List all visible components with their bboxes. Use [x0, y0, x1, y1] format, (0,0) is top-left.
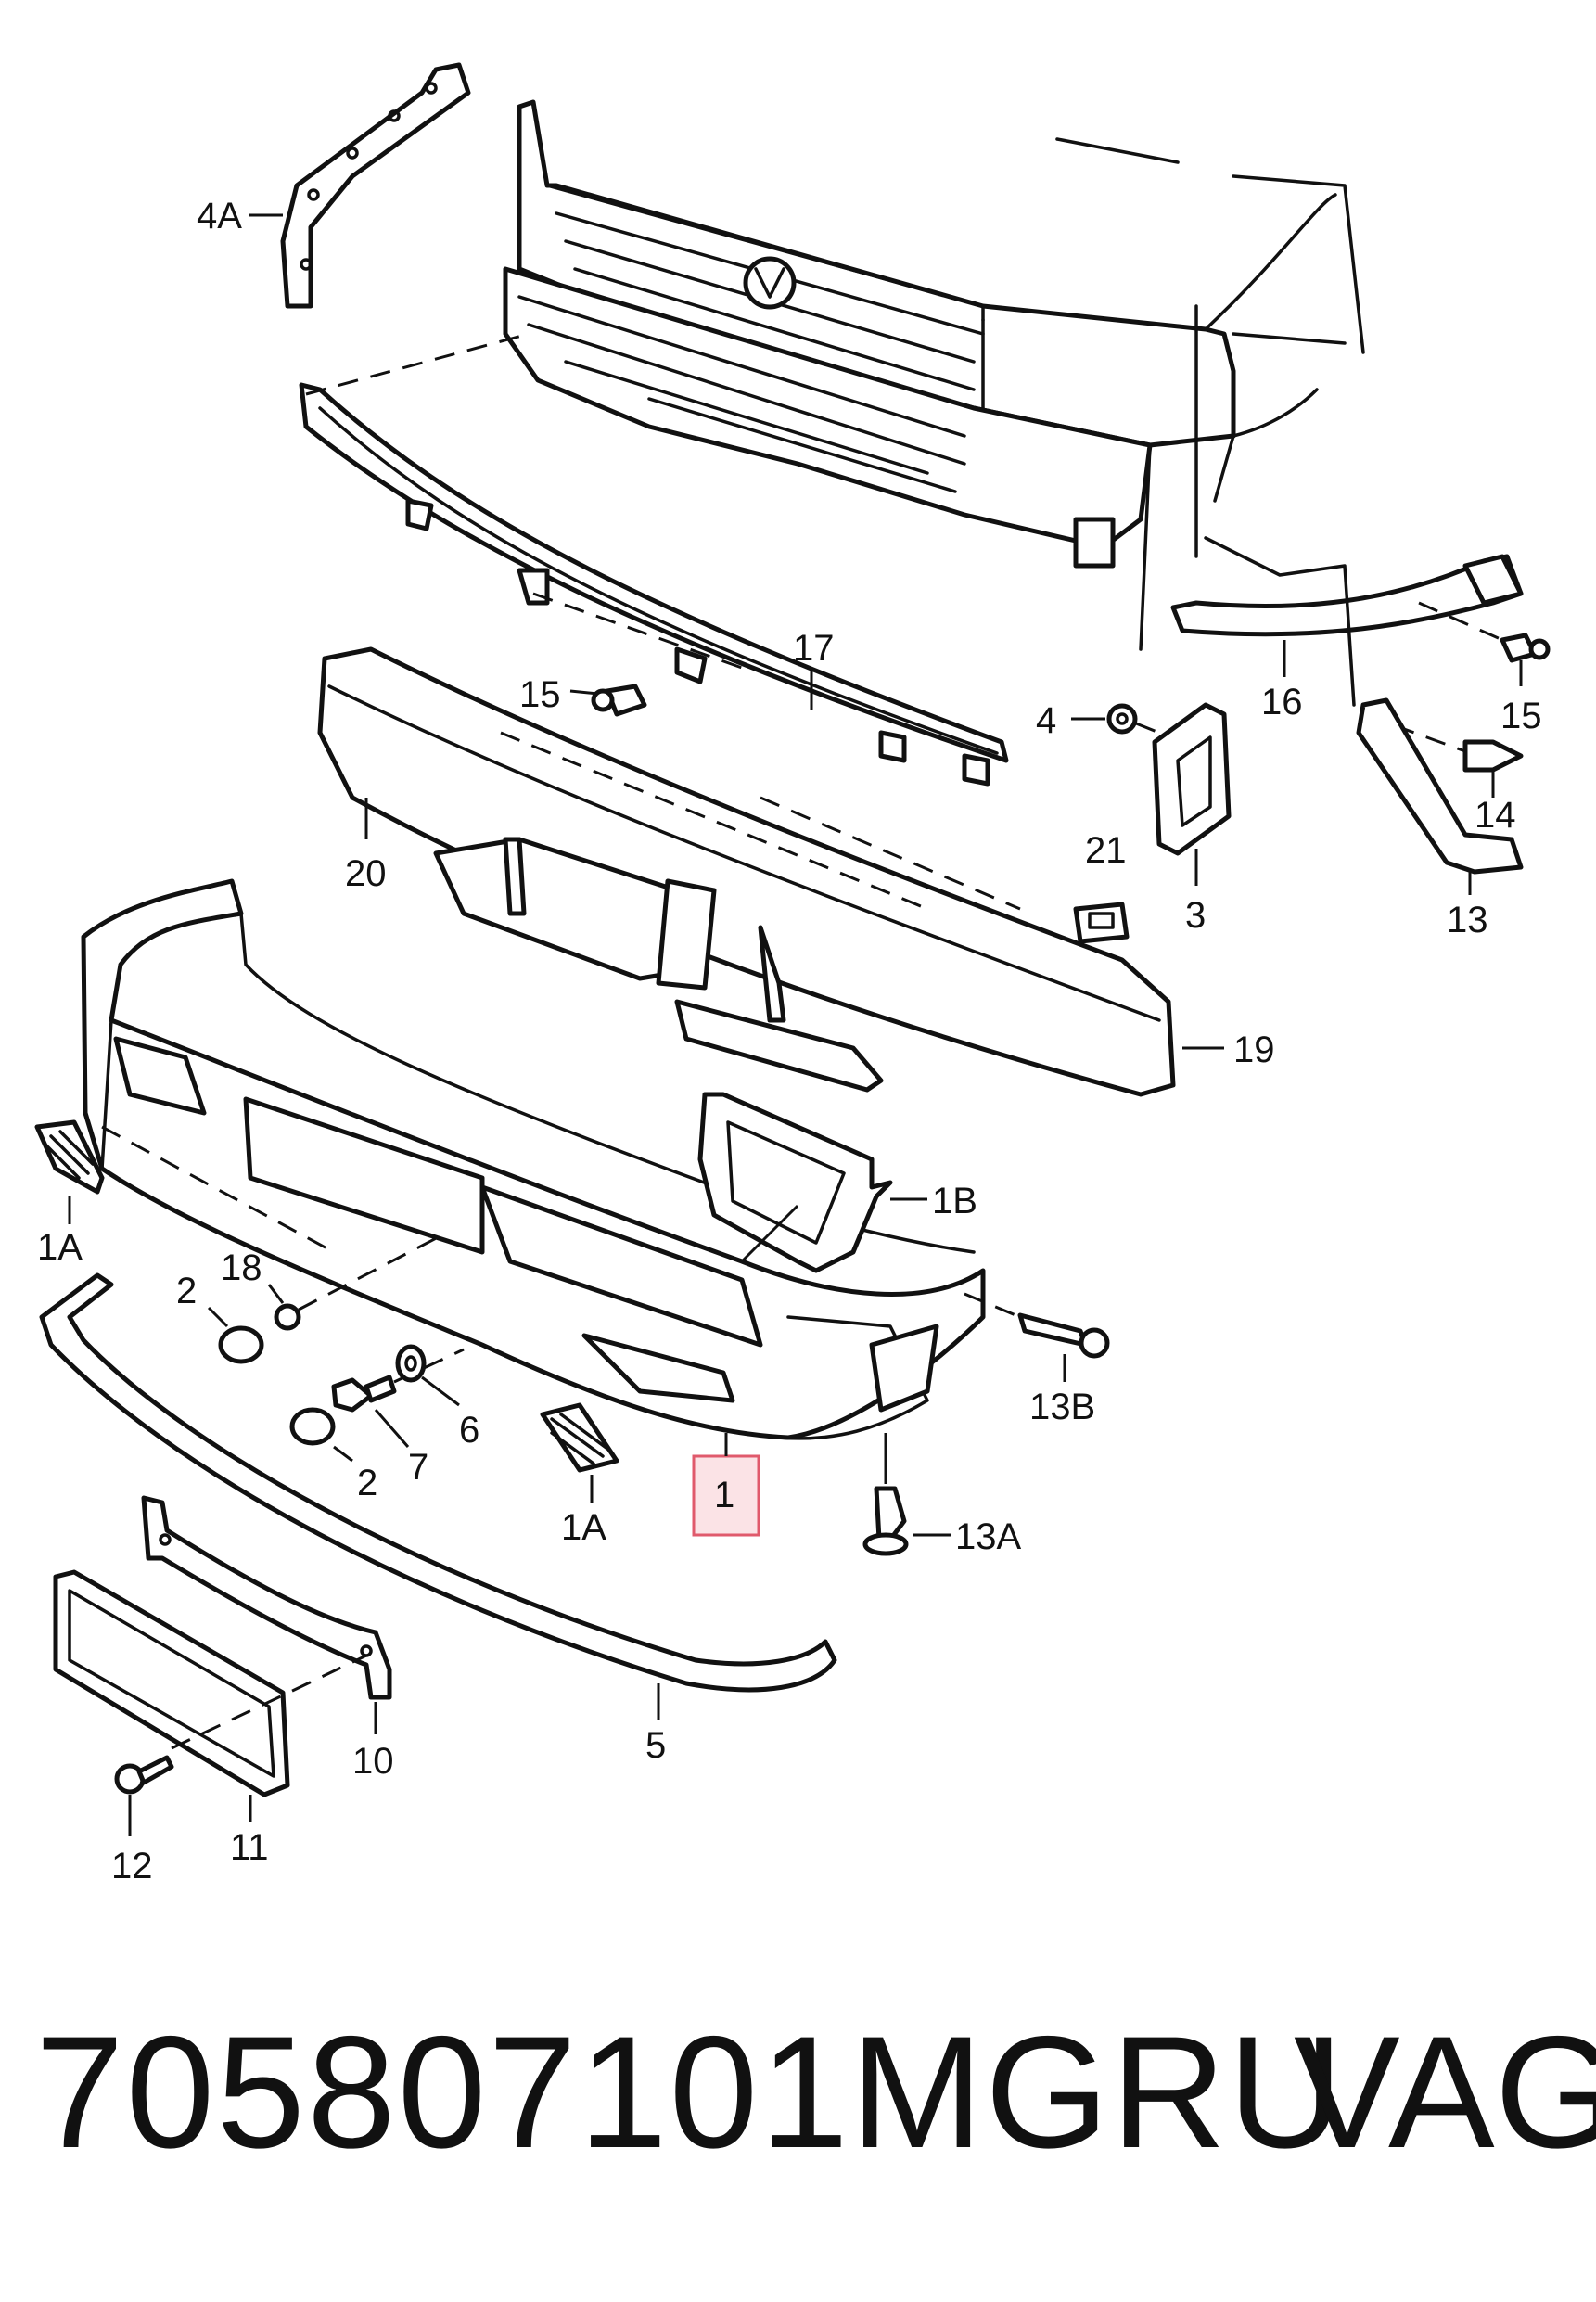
part-21-clip — [1073, 902, 1130, 944]
callout-13A: 13A — [955, 1516, 1021, 1557]
callout-1B: 1B — [932, 1181, 977, 1221]
callout-1-highlight-box — [692, 1454, 760, 1537]
footer: 705807101MGRU VAG — [0, 1976, 1596, 2254]
part-1-bumper-cover — [81, 878, 986, 1440]
callout-15-left: 15 — [519, 674, 561, 715]
part-13A-screw — [862, 1486, 909, 1556]
callout-15-right: 15 — [1500, 696, 1542, 736]
part-15-clip-left — [591, 684, 647, 717]
part-13-strut — [1356, 697, 1524, 875]
part-14-screw — [1462, 739, 1524, 773]
vehicle-front-body — [503, 99, 1365, 651]
callout-19: 19 — [1233, 1030, 1275, 1070]
part-number: 705807101MGRU — [35, 2003, 1346, 2181]
callout-16: 16 — [1261, 682, 1303, 723]
callout-2-bottom: 2 — [357, 1463, 377, 1503]
callout-18: 18 — [221, 1247, 262, 1288]
callout-7: 7 — [408, 1447, 428, 1488]
part-7-bolt — [331, 1375, 397, 1413]
brand-name: VAG — [1294, 2003, 1596, 2181]
part-13B-bolt — [1017, 1312, 1110, 1359]
callout-1: 1 — [714, 1475, 734, 1515]
part-5-lower-moulding — [39, 1272, 837, 1693]
part-11-plate-frame — [53, 1569, 290, 1797]
part-17-carrier-bar — [299, 382, 1009, 787]
part-10-plate-holder — [141, 1495, 392, 1700]
callout-21: 21 — [1085, 830, 1127, 871]
part-4-washer — [1106, 703, 1138, 735]
callout-1A-left: 1A — [37, 1227, 83, 1268]
part-1A-grille-left — [34, 1119, 105, 1195]
part-18-screw — [274, 1303, 301, 1331]
callout-10: 10 — [352, 1741, 394, 1782]
callout-4: 4 — [1036, 700, 1056, 741]
part-1B-bracket — [697, 1092, 893, 1273]
part-20-absorber — [317, 646, 1176, 1097]
part-16-side-bracket — [1170, 304, 1524, 707]
callout-13B: 13B — [1029, 1387, 1095, 1427]
part-1A-grille-bottom — [540, 1402, 619, 1473]
part-12-screw — [114, 1755, 174, 1795]
callout-3: 3 — [1185, 895, 1206, 936]
callout-1A-bottom: 1A — [561, 1507, 606, 1548]
callout-2-top: 2 — [176, 1271, 197, 1311]
part-15-clip-right — [1500, 633, 1551, 663]
callout-11: 11 — [230, 1827, 269, 1868]
callout-12: 12 — [111, 1846, 153, 1886]
part-6-washer — [395, 1344, 427, 1383]
part-2-cap-top — [218, 1325, 264, 1364]
part-3-guide — [1152, 702, 1232, 856]
callout-4A: 4A — [197, 196, 242, 237]
callout-20: 20 — [345, 853, 387, 894]
bumper-exploded-diagram: 4A 17 15 16 15 14 13 — [34, 62, 1551, 1886]
part-2-cap-bottom — [289, 1407, 336, 1446]
callout-5: 5 — [645, 1725, 666, 1766]
part-4A-bracket — [280, 62, 471, 309]
callout-6: 6 — [459, 1410, 479, 1451]
callout-14: 14 — [1475, 795, 1516, 836]
callout-17: 17 — [793, 628, 835, 669]
callout-13: 13 — [1447, 900, 1488, 940]
